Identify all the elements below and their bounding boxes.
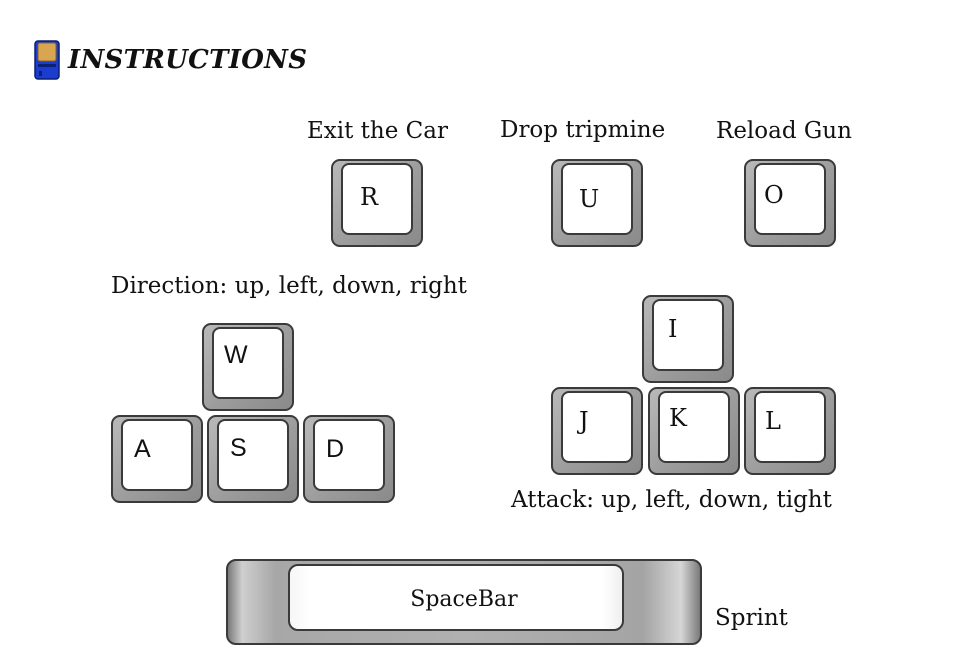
key-o-label: O (764, 181, 784, 209)
direction-label: Direction: up, left, down, right (111, 273, 467, 299)
key-l[interactable]: L (744, 387, 836, 475)
key-j[interactable]: J (551, 387, 643, 475)
drop-tripmine-label: Drop tripmine (500, 117, 666, 143)
key-a[interactable]: A (111, 415, 203, 503)
key-r-label: R (360, 183, 379, 211)
page-title: INSTRUCTIONS (68, 45, 308, 75)
key-spacebar[interactable]: SpaceBar (226, 559, 702, 645)
key-r[interactable]: R (331, 159, 423, 247)
key-l-label: L (765, 407, 781, 435)
key-a-label: A (134, 435, 151, 463)
key-i[interactable]: I (642, 295, 734, 383)
sprint-label: Sprint (715, 605, 788, 631)
key-j-label: J (579, 407, 589, 435)
key-u-label: U (579, 185, 600, 213)
key-s[interactable]: S (207, 415, 299, 503)
key-d-label: D (326, 435, 345, 463)
key-k[interactable]: K (648, 387, 740, 475)
instructions-header: INSTRUCTIONS (34, 38, 307, 82)
exit-car-label: Exit the Car (307, 118, 448, 144)
key-d[interactable]: D (303, 415, 395, 503)
key-s-label: S (230, 434, 247, 462)
floppy-disk-icon (34, 40, 60, 80)
attack-label: Attack: up, left, down, tight (511, 487, 832, 513)
key-w[interactable]: W (202, 323, 294, 411)
key-w-label: W (224, 341, 248, 369)
key-i-label: I (668, 315, 678, 343)
key-u[interactable]: U (551, 159, 643, 247)
reload-gun-label: Reload Gun (716, 118, 852, 144)
key-k-label: K (669, 404, 687, 432)
spacebar-label: SpaceBar (410, 587, 518, 612)
key-o[interactable]: O (744, 159, 836, 247)
